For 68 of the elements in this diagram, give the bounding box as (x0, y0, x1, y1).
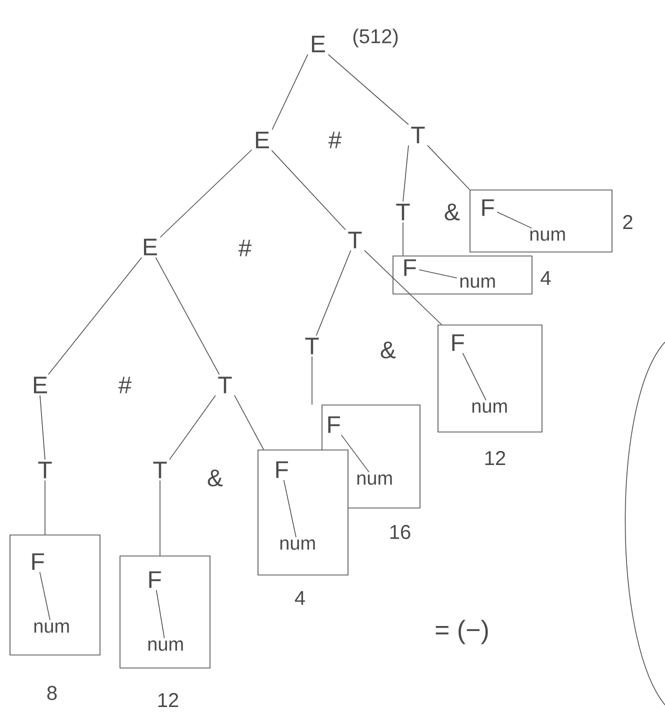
tree-line (155, 257, 220, 375)
box (10, 534, 100, 656)
box (120, 556, 210, 668)
tree-line (316, 250, 352, 336)
tree-line (272, 54, 308, 130)
value-label: 8 (47, 686, 57, 700)
value-label: (512) (353, 28, 398, 48)
tree-line (364, 250, 442, 325)
terminal-label: num (280, 539, 315, 550)
value-label: 16 (390, 524, 410, 540)
value-label: 4 (540, 271, 551, 285)
symbol: E (34, 376, 47, 394)
terminal-label: num (530, 230, 565, 241)
tree-line (48, 257, 142, 375)
value-label: 4 (294, 591, 305, 605)
tree-line (418, 269, 458, 278)
symbol: E (144, 238, 157, 256)
box (258, 450, 348, 576)
symbol: T (396, 204, 410, 220)
tree-line (496, 212, 532, 229)
symbol: & (208, 470, 223, 486)
symbol: T (218, 376, 232, 394)
symbol: T (305, 338, 319, 354)
tree-line (402, 145, 409, 202)
note: = (−) (436, 620, 488, 644)
symbol: F (149, 571, 161, 588)
tree-line (160, 149, 252, 238)
symbol: # (118, 376, 132, 394)
terminal-label: num (472, 402, 507, 413)
symbol: E (312, 36, 325, 52)
terminal-label: num (357, 474, 392, 485)
box (392, 256, 532, 294)
symbol: F (482, 199, 494, 216)
symbol: E (256, 132, 269, 148)
tree-line (328, 54, 409, 125)
symbol: & (444, 204, 460, 220)
symbol: # (328, 132, 342, 148)
box (438, 324, 542, 432)
box (470, 190, 612, 252)
value-label: 12 (158, 693, 178, 707)
tree-line (462, 352, 486, 401)
terminal-label: num (460, 277, 495, 288)
value-label: 2 (623, 215, 632, 229)
tree-line (271, 150, 346, 230)
symbol: F (32, 553, 44, 570)
symbol: # (238, 240, 252, 256)
tree-line (341, 434, 370, 473)
tree-line (234, 395, 264, 450)
symbol: T (38, 462, 52, 478)
symbol: F (328, 416, 340, 433)
symbol: F (452, 334, 464, 351)
tree-line (427, 145, 470, 190)
tree-line (39, 572, 50, 621)
symbol: T (411, 126, 425, 144)
terminal-label: num (34, 622, 69, 633)
tree-line (40, 395, 46, 460)
tree-line (169, 395, 216, 460)
tree-line (283, 480, 296, 538)
symbol: & (380, 342, 396, 358)
value-label: 12 (485, 451, 506, 465)
tree-line (156, 590, 165, 639)
tree-line (402, 222, 404, 256)
symbol: F (276, 461, 288, 478)
symbol: F (404, 259, 416, 276)
terminal-label: num (148, 640, 183, 651)
symbol: T (348, 232, 362, 248)
tree-line (44, 480, 46, 535)
symbol: T (153, 462, 167, 478)
